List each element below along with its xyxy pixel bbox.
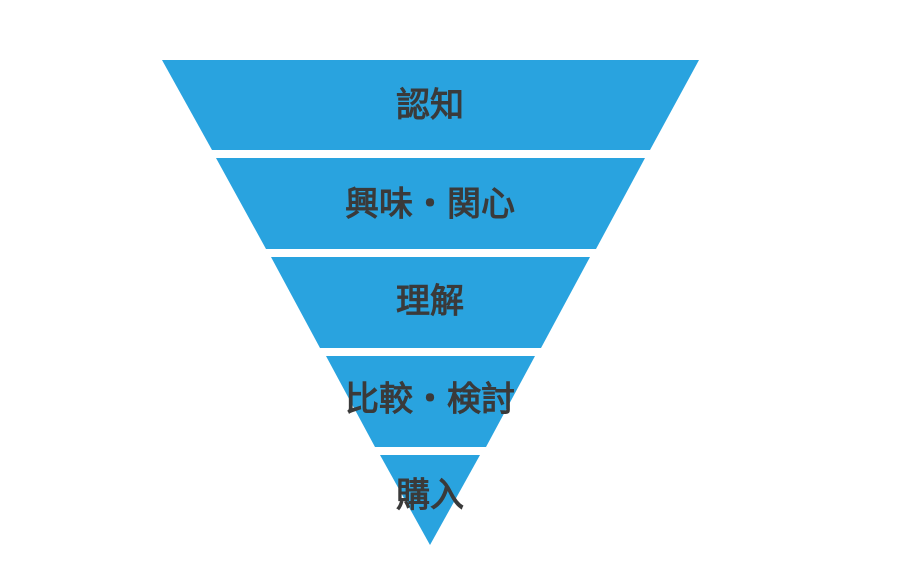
funnel-stage: 興味・関心 <box>216 158 645 249</box>
funnel-stage: 購入 <box>380 455 480 545</box>
funnel-stage-shape <box>380 455 480 545</box>
funnel-stage-label: 興味・関心 <box>345 185 515 225</box>
funnel-stage-label: 購入 <box>396 476 464 516</box>
funnel-stage: 比較・検討 <box>326 356 535 447</box>
funnel-stage-label: 比較・検討 <box>345 380 515 420</box>
funnel-stage-shape <box>271 257 590 348</box>
funnel-stage-shape <box>162 60 699 150</box>
funnel-stage-shape <box>216 158 645 249</box>
funnel-stage-label: 理解 <box>396 282 464 322</box>
funnel-stage-shape <box>326 356 535 447</box>
funnel-stage: 認知 <box>162 60 699 150</box>
funnel-stage: 理解 <box>271 257 590 348</box>
funnel-stage-label: 認知 <box>396 86 464 126</box>
